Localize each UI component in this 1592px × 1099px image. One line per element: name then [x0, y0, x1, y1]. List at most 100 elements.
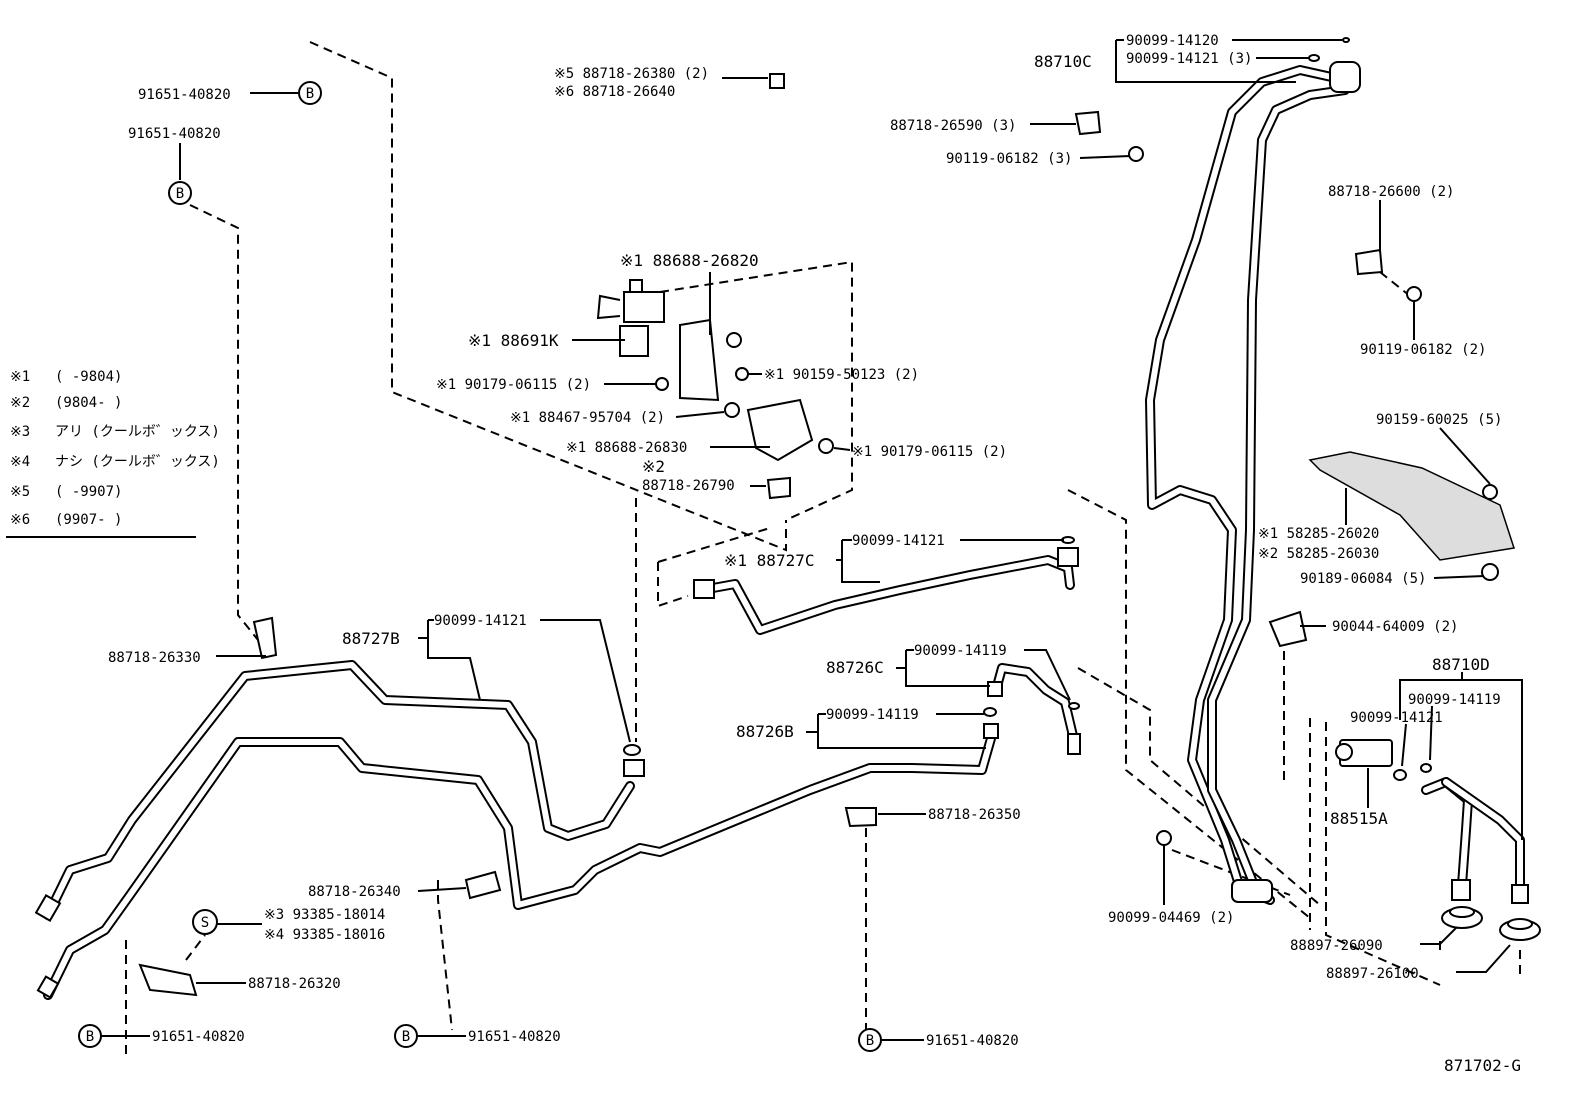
legend: ※1 ( -9804) ※2 (9804- ) ※3 アリ (クールボ゛ックス)…	[6, 369, 220, 538]
guide-line	[1067, 489, 1311, 919]
bolt	[735, 367, 749, 381]
fitting-nut	[623, 759, 645, 777]
fitting-block	[1329, 61, 1361, 93]
legend-mark: ※6	[10, 512, 30, 528]
clamp	[464, 870, 502, 900]
leader	[417, 887, 467, 892]
leader	[896, 667, 990, 687]
nut	[655, 377, 669, 391]
pipe-88710c-inner-core	[1209, 87, 1348, 883]
cushion	[724, 402, 740, 418]
leader	[1115, 58, 1296, 83]
marker-b: B	[168, 181, 192, 205]
marker-b-circle	[168, 181, 192, 205]
leader	[1024, 649, 1071, 701]
o-ring	[1393, 769, 1407, 781]
part-label: ※1 88467-95704 (2)	[510, 410, 665, 426]
marker-b-letter: B	[86, 1029, 94, 1045]
marker-b-letter: B	[306, 86, 314, 102]
guide-line	[185, 934, 206, 961]
leader	[833, 447, 851, 451]
part-label: 88710C	[1034, 52, 1092, 71]
part-label: 90189-06084 (5)	[1300, 571, 1426, 587]
vsv-port	[629, 279, 643, 293]
part-label: 90099-14119	[826, 707, 919, 723]
marker-s-letter: S	[201, 915, 209, 931]
leader	[1420, 927, 1457, 945]
pipe-88710d-b-inner	[1443, 779, 1523, 893]
bolt	[1128, 146, 1144, 162]
pipe-88710d-b	[1441, 777, 1525, 895]
grommet-hole	[1449, 906, 1475, 918]
part-label: ※1 88727C	[724, 551, 814, 570]
part-label: ※1 88688-26830	[566, 440, 687, 456]
leader	[418, 637, 481, 701]
leader	[1429, 705, 1433, 761]
part-label: 91651-40820	[152, 1029, 245, 1045]
part-label: ※4 93385-18016	[264, 927, 385, 943]
part-label: 90099-14121 (3)	[1126, 51, 1252, 67]
clamp	[252, 616, 278, 660]
part-label: 90099-04469 (2)	[1108, 910, 1234, 926]
marker-b: B	[394, 1024, 418, 1048]
fitting-nut	[1057, 547, 1079, 567]
marker-b-circle	[78, 1024, 102, 1048]
part-label: ※2	[642, 457, 665, 476]
guide-line	[1379, 271, 1411, 297]
leader	[675, 411, 725, 418]
part-label: 88726C	[826, 658, 884, 677]
leader	[1401, 723, 1407, 767]
legend-text: ( -9907)	[55, 484, 122, 500]
o-ring	[1420, 763, 1432, 773]
bracket	[679, 318, 720, 402]
leader	[806, 731, 986, 749]
part-label: 88718-26590 (3)	[890, 118, 1016, 134]
vsv-body	[623, 291, 665, 323]
fitting-block	[1231, 879, 1273, 903]
part-label: 88718-26350	[928, 807, 1021, 823]
bolt	[726, 332, 742, 348]
legend-item: ※2 (9804- )	[10, 395, 122, 411]
marker-b: B	[78, 1024, 102, 1048]
o-ring	[1308, 54, 1320, 62]
guide-line	[189, 204, 259, 641]
part-label: 90099-14121	[1350, 710, 1443, 726]
legend-mark: ※2	[10, 395, 30, 411]
part-label: 88727B	[342, 629, 400, 648]
part-label: 88718-26790	[642, 478, 735, 494]
part-label: ※1 58285-26020	[1258, 526, 1379, 542]
part-label: ※2 58285-26030	[1258, 546, 1379, 562]
bolt	[1156, 830, 1172, 846]
leader-lines	[102, 39, 1523, 1041]
legend-item: ※5 ( -9907)	[10, 484, 122, 500]
fitting-nut	[1067, 733, 1081, 755]
part-label: ※3 93385-18014	[264, 907, 385, 923]
clamp	[1354, 248, 1384, 276]
pipe-88710c-outer-inner	[1147, 67, 1339, 903]
part-label: 90099-14121	[434, 613, 527, 629]
part-label: 91651-40820	[128, 126, 221, 142]
part-label: 88718-26340	[308, 884, 401, 900]
part-label: 90099-14121	[852, 533, 945, 549]
part-label: 88897-26090	[1290, 938, 1383, 954]
part-label: 88515A	[1330, 809, 1388, 828]
legend-item: ※1 ( -9804)	[10, 369, 122, 385]
legend-item: ※4 ナシ (クールボ゛ックス)	[10, 454, 220, 470]
leader	[1439, 427, 1491, 485]
parts	[34, 37, 1541, 999]
marker-s: S	[192, 909, 218, 935]
marker-b-circle	[858, 1028, 882, 1052]
marker-b: B	[298, 81, 322, 105]
fitting-nut	[1511, 884, 1529, 904]
guide-line	[659, 260, 853, 521]
part-label: 90044-64009 (2)	[1332, 619, 1458, 635]
marker-b-circle	[394, 1024, 418, 1048]
o-ring	[1068, 702, 1080, 710]
clamp	[1074, 110, 1102, 136]
part-label: 91651-40820	[468, 1029, 561, 1045]
pipe-88726c-inner	[993, 665, 1077, 743]
marker-b-circle	[298, 81, 322, 105]
leader	[1456, 944, 1511, 973]
expansion-valve-port	[1335, 743, 1353, 761]
